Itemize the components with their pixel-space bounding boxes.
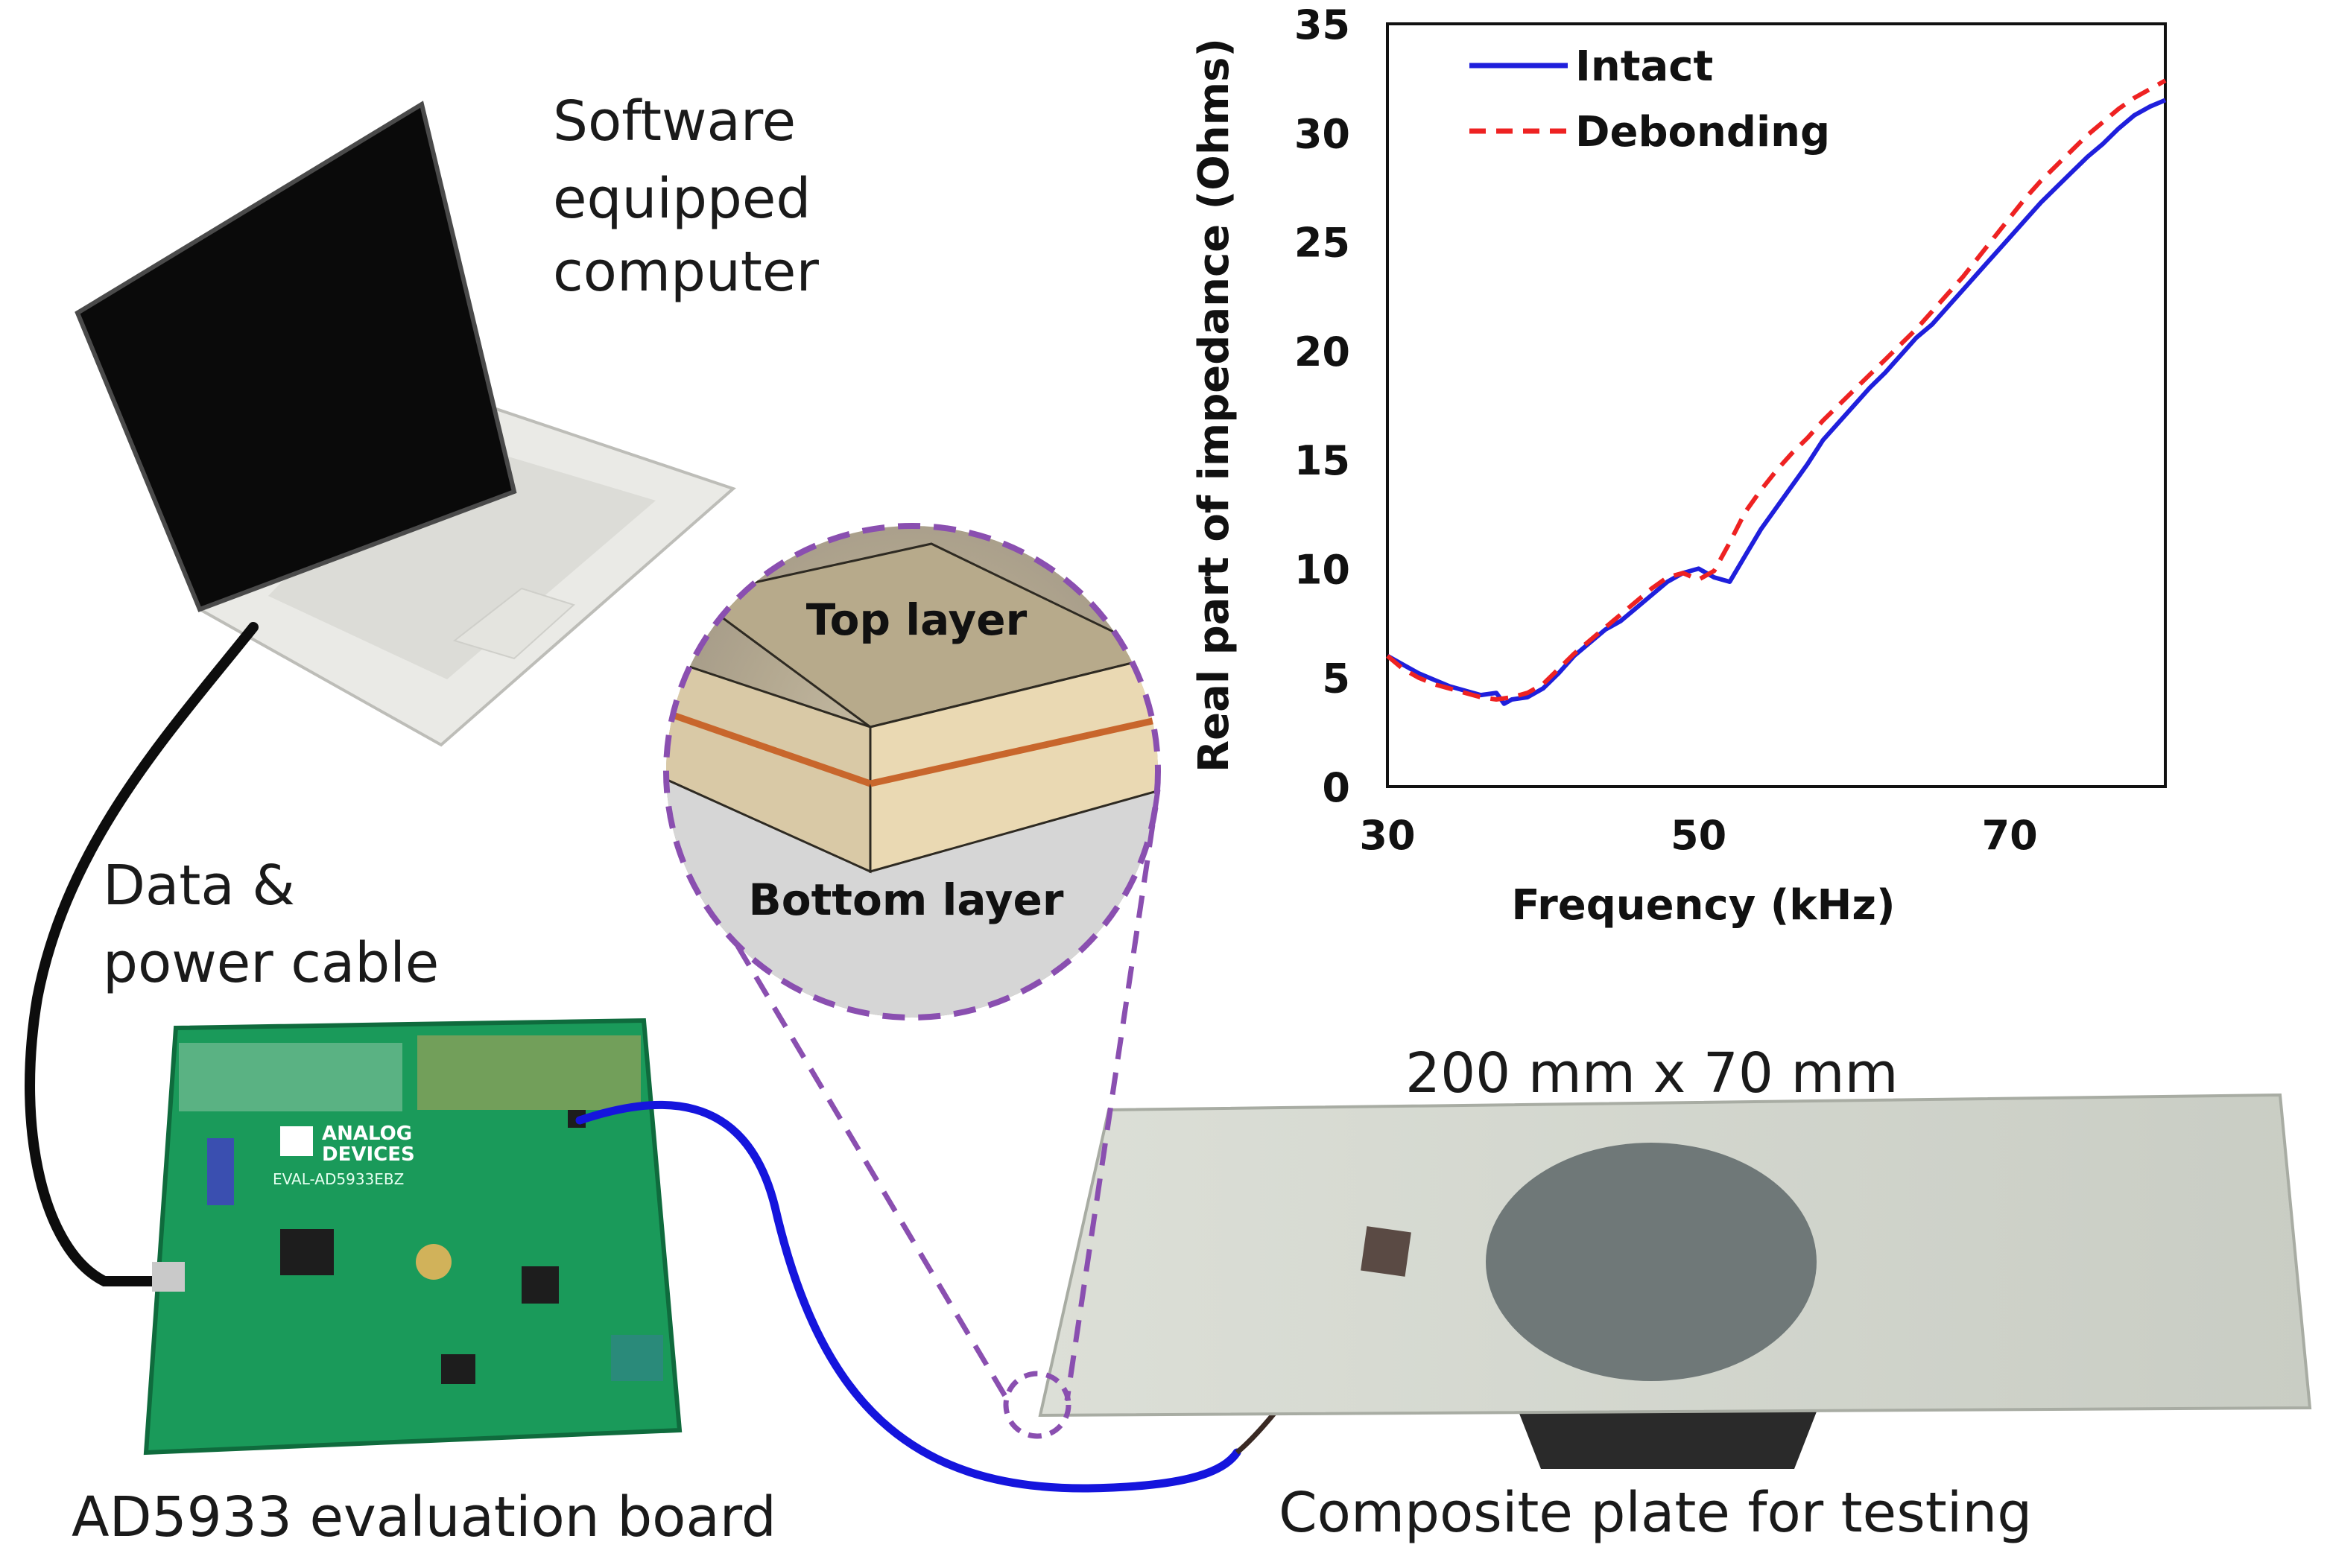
y-tick-label-30: 30 xyxy=(1294,110,1350,157)
series-line-debonding xyxy=(1386,78,2167,702)
plate-size-label: 200 mm x 70 mm xyxy=(1405,1041,1899,1105)
board-brand-line1: ANALOG xyxy=(322,1123,412,1145)
plate-stand xyxy=(1517,1408,1818,1469)
y-tick-label-35: 35 xyxy=(1294,1,1350,48)
laptop-illustration xyxy=(75,101,736,747)
legend-label-debonding: Debonding xyxy=(1575,108,1830,156)
cable-label-line1: Data & xyxy=(103,854,295,918)
layer-top-face xyxy=(690,542,1158,729)
y-tick-label-10: 10 xyxy=(1294,546,1350,593)
chart-x-axis-label: Frequency (kHz) xyxy=(1511,881,1895,930)
y-tick-label-25: 25 xyxy=(1294,220,1350,267)
sensor-cable xyxy=(575,1100,1241,1493)
evaluation-board: ANALOG DEVICES EVAL-AD5933EBZ xyxy=(143,1018,683,1456)
chart-axis-ticks: 0 5 10 15 20 25 30 35 30 50 70 xyxy=(1294,1,2038,859)
top-layer-label: Top layer xyxy=(806,594,1028,645)
board-pcb xyxy=(143,1018,683,1456)
x-tick-label-30: 30 xyxy=(1359,812,1415,859)
layer-front-face xyxy=(869,654,1158,873)
board-header-pins xyxy=(179,1043,402,1111)
x-tick-label-50: 50 xyxy=(1671,812,1726,859)
board-battery xyxy=(207,1138,234,1205)
series-line-intact xyxy=(1386,98,2167,706)
board-label: AD5933 evaluation board xyxy=(72,1485,776,1549)
computer-label-line2: equipped xyxy=(553,167,811,231)
adhesive-line-left xyxy=(666,705,872,787)
bottom-layer-label: Bottom layer xyxy=(749,875,1064,925)
board-logo-box xyxy=(280,1126,313,1156)
computer-label-line3: computer xyxy=(553,240,819,304)
cable-label-line2: power cable xyxy=(103,931,439,995)
debonding-region xyxy=(1486,1143,1817,1381)
composite-plate xyxy=(1038,1093,2312,1469)
y-tick-label-0: 0 xyxy=(1322,764,1350,811)
board-proto-area xyxy=(417,1035,641,1110)
cross-section-callout xyxy=(663,523,1161,1439)
board-oscillator xyxy=(416,1244,452,1280)
callout-connector-left xyxy=(735,945,1009,1399)
callout-target-ring xyxy=(1003,1371,1071,1439)
piezo-sensor xyxy=(1361,1226,1411,1277)
board-chip-2 xyxy=(522,1266,559,1304)
callout-connector-right xyxy=(1064,789,1161,1401)
adhesive-line-front xyxy=(870,715,1158,787)
laptop-keyboard xyxy=(268,432,656,679)
y-tick-label-5: 5 xyxy=(1322,656,1350,702)
board-chip-main xyxy=(280,1229,334,1275)
board-terminal-block xyxy=(611,1335,663,1381)
chart-plot-area xyxy=(1386,22,2167,788)
callout-ring xyxy=(663,523,1161,1021)
data-power-cable xyxy=(25,622,259,1286)
board-chip-3 xyxy=(441,1354,475,1384)
laptop-screen xyxy=(75,101,517,612)
laptop-touchpad xyxy=(452,587,575,660)
plate-label: Composite plate for testing xyxy=(1279,1481,2032,1545)
chart-series-layer xyxy=(1386,78,2167,706)
chart-y-axis-label: Real part of impedance (Ohms) xyxy=(1190,38,1238,772)
y-tick-label-15: 15 xyxy=(1294,437,1350,484)
y-tick-label-20: 20 xyxy=(1294,328,1350,375)
board-usb-port xyxy=(152,1262,185,1292)
legend-label-intact: Intact xyxy=(1575,42,1713,91)
x-tick-label-70: 70 xyxy=(1982,812,2038,859)
board-model-label: EVAL-AD5933EBZ xyxy=(273,1170,404,1188)
computer-label-line1: Software xyxy=(553,89,796,153)
board-brand-line2: DEVICES xyxy=(322,1143,415,1166)
